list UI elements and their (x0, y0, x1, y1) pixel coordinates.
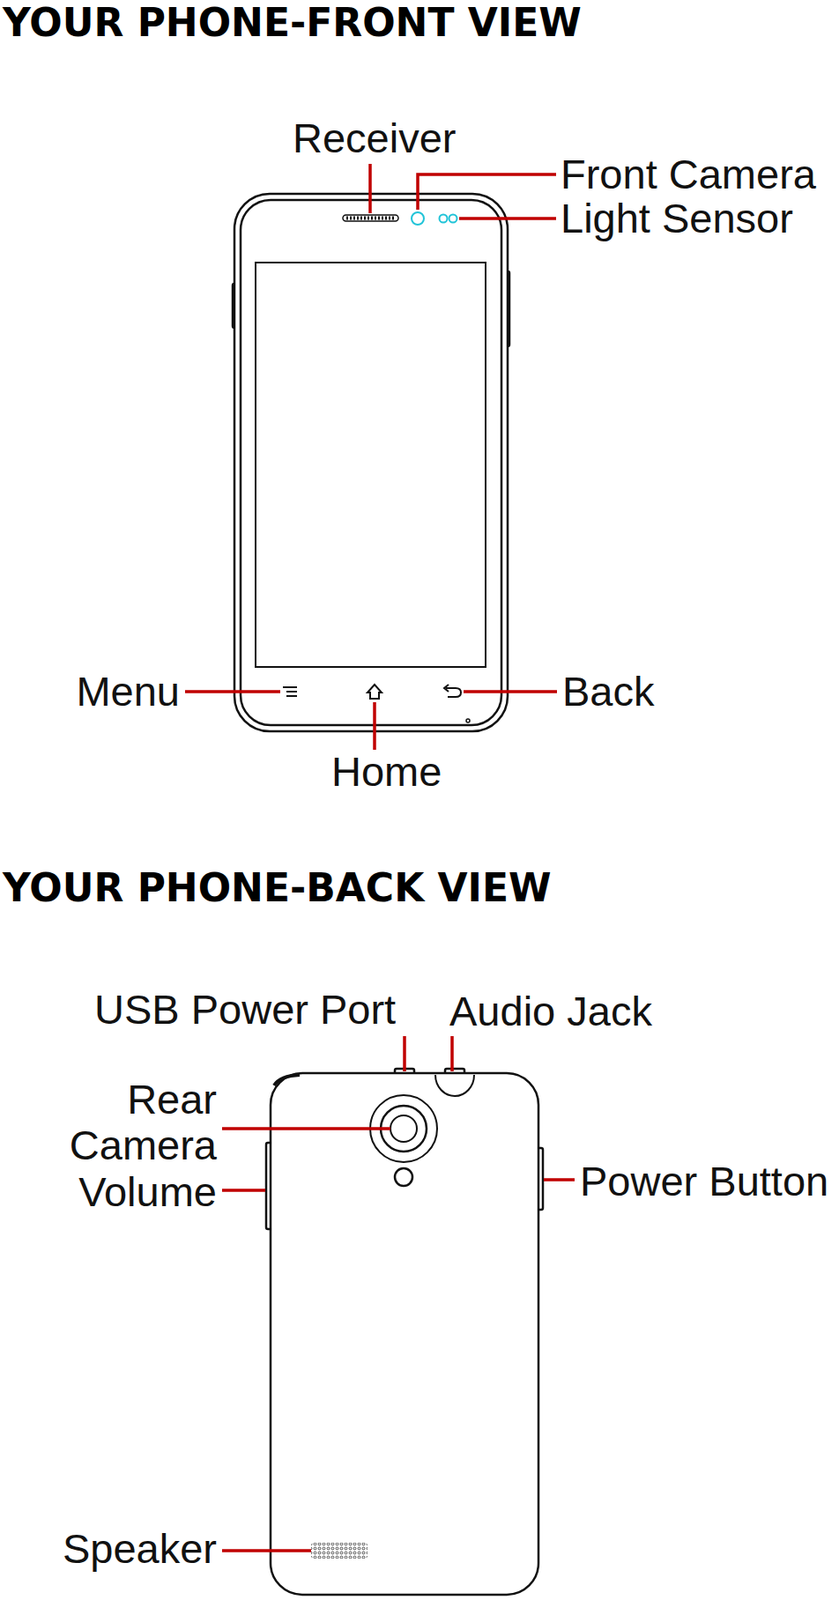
part-label: USB Power Port (94, 987, 396, 1033)
part-label: Power Button (579, 1158, 829, 1205)
part-label: Rear Camera (49, 1076, 217, 1168)
part-label: Home (331, 749, 442, 795)
part-label: Front Camera (560, 151, 817, 198)
part-label: Volume (78, 1169, 217, 1216)
leader-lines (222, 1036, 575, 1552)
page-heading: YOUR PHONE-FRONT VIEW (2, 3, 582, 43)
part-label: Back (562, 668, 655, 715)
leader-lines (185, 163, 557, 750)
part-label: Receiver (292, 115, 456, 162)
part-label: Menu (75, 668, 180, 715)
part-label: Audio Jack (449, 988, 653, 1035)
back-phone (266, 1069, 543, 1596)
front-phone (232, 193, 510, 732)
part-label: Speaker (62, 1526, 217, 1573)
part-label: Light Sensor (560, 195, 794, 242)
section-heading: YOUR PHONE-BACK VIEW (2, 868, 552, 908)
